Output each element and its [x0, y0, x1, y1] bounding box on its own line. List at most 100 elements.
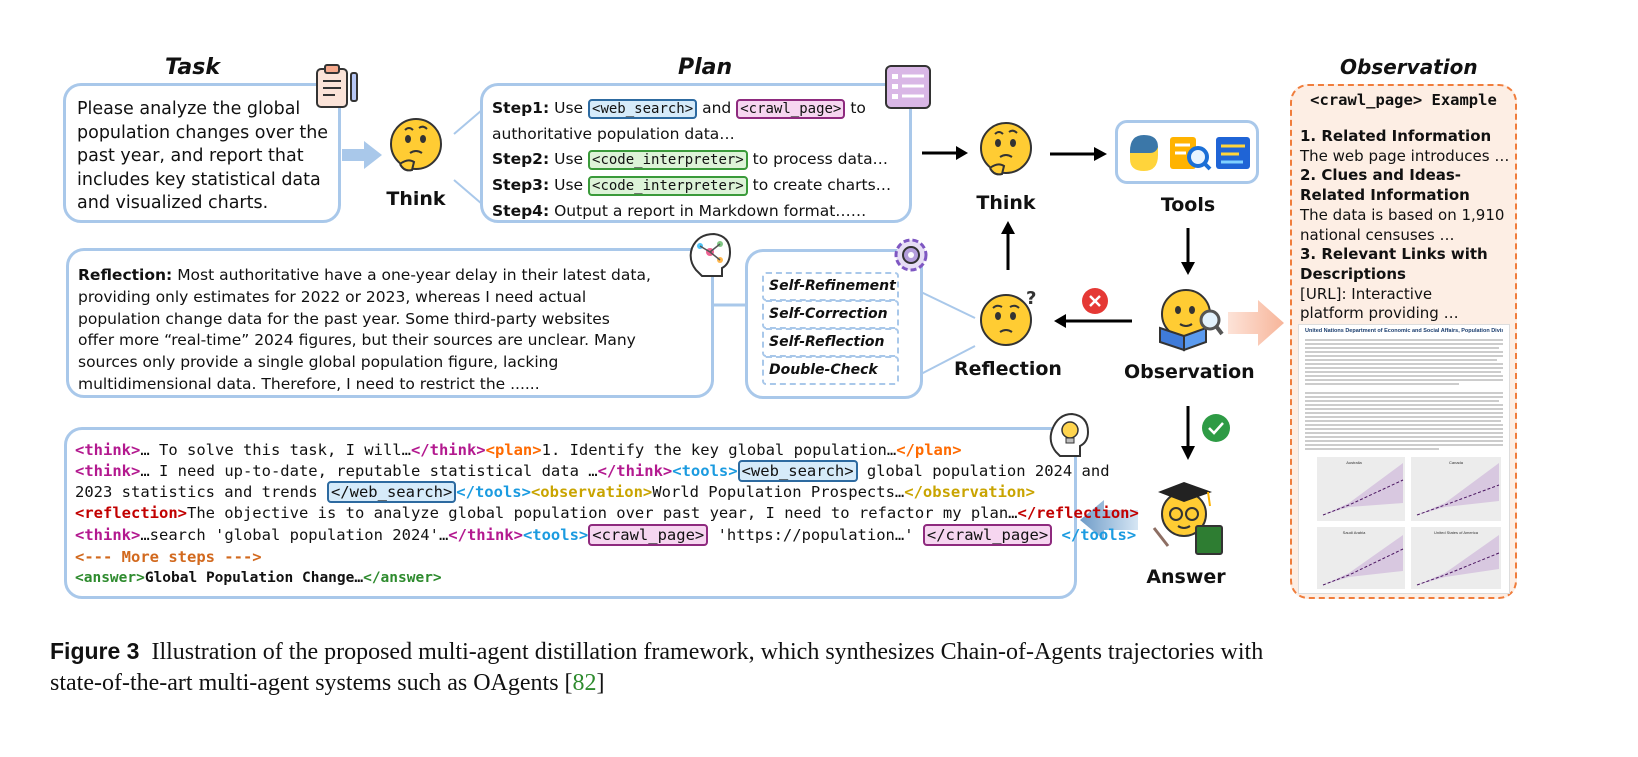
document-thumbnail: United Nations Department of Economic an… [1298, 324, 1510, 594]
reflection-label-node: Reflection [954, 358, 1062, 380]
web-search-tag: <web_search> [588, 99, 698, 119]
to-observation-panel-arrow [1228, 300, 1284, 346]
tools-open-tag: <tools> [672, 462, 738, 480]
mini-chart-title: Saudi Arabia [1343, 530, 1366, 535]
task-to-think-arrow [342, 141, 382, 169]
crawl-page-tag: <crawl_page> [736, 99, 846, 119]
obs-text-2a: The data is based on 1,910 [1300, 205, 1505, 224]
tools-panel [1115, 120, 1259, 184]
obs-text-1: The web page introduces … [1300, 146, 1510, 165]
method-self-correction: Self-Correction [762, 300, 899, 329]
method-double-check: Double-Check [762, 356, 899, 385]
brain-network-icon [689, 232, 732, 277]
think-label-2: Think [976, 192, 1036, 214]
answer-label-node: Answer [1146, 566, 1226, 588]
reflection-line: multidimensional data. Therefore, I need… [78, 374, 540, 393]
step-label: Step3: [492, 176, 550, 194]
obs-heading-2b: Related Information [1300, 186, 1470, 205]
think-open-tag: <think> [75, 462, 141, 480]
thinking-face-icon [390, 118, 442, 172]
answer-close-tag: </answer> [363, 570, 442, 586]
step-text: Use [554, 99, 584, 117]
worried-face-icon: ? [980, 288, 1036, 346]
method-self-reflection: Self-Reflection [762, 328, 899, 357]
python-icon [1130, 135, 1158, 171]
observation-label-node: Observation [1124, 361, 1255, 383]
plan-step-1: Step1: Use <web_search> and <crawl_page>… [492, 96, 891, 122]
obs-text-3a: [URL]: Interactive [1300, 284, 1433, 303]
method-self-refinement: Self-Refinement [762, 272, 899, 301]
trace-line-1: <think>… To solve this task, I will…</th… [75, 441, 962, 459]
step-text: Use [554, 150, 584, 168]
document-body: Australia Canada Saudi Arabia United Sta… [1305, 339, 1503, 589]
observation-open-tag: <observation> [530, 483, 653, 501]
tool-icons [1130, 135, 1250, 171]
reflection-to-think-arrow [1001, 221, 1015, 270]
task-line: population changes over the [77, 122, 329, 143]
observation-to-reflection-arrow [1054, 314, 1132, 328]
answer-to-trace-arrow [1080, 500, 1138, 540]
reflection-text: Most authoritative have a one-year delay… [177, 266, 651, 284]
plan-step-1-cont: authoritative population data… [492, 125, 735, 143]
mini-chart-title: United States of America [1434, 530, 1479, 535]
think-close-tag: </think> [410, 441, 486, 459]
think-to-tools-arrow [1050, 147, 1107, 161]
crawl-page-tag: <crawl_page> [588, 524, 709, 546]
answer-open-tag: <answer> [75, 570, 145, 586]
tools-close-tag: </tools> [456, 483, 531, 501]
plan-panel: Step1: Use <web_search> and <crawl_page>… [480, 83, 912, 223]
caption-text: ] [596, 670, 605, 696]
task-line: includes key statistical data [77, 169, 321, 190]
crawl-page-close-tag: </crawl_page> [922, 524, 1053, 546]
step-text: to create charts… [752, 176, 892, 194]
think-close-tag: </think> [448, 526, 523, 544]
mini-chart-title: Australia [1346, 460, 1362, 465]
checklist-icon [885, 65, 931, 109]
observation-heading: Observation [1340, 55, 1478, 79]
reflection-line: Reflection: Most authoritative have a on… [78, 265, 651, 287]
step-text: Output a report in Markdown format…… [554, 202, 867, 220]
plan-step-3: Step3: Use <code_interpreter> to create … [492, 173, 891, 199]
reflection-line: sources only provide a single global pop… [78, 353, 559, 372]
obs-heading-2a: 2. Clues and Ideas- [1300, 166, 1462, 185]
trace-line-7: <answer>Global Population Change…</answe… [75, 570, 442, 586]
lightbulb-head-icon [1049, 412, 1090, 457]
obs-text-3b: platform providing … [1300, 304, 1459, 323]
methods-reflection-connector [921, 291, 976, 375]
trace-text: 1. Identify the key global population… [541, 441, 897, 459]
trace-panel [64, 427, 1077, 599]
reflection-panel: Reflection: Most authoritative have a on… [66, 248, 714, 398]
document-title: United Nations Department of Economic an… [1305, 328, 1503, 334]
observation-close-tag: </observation> [904, 483, 1035, 501]
task-line: past year, and report that [77, 146, 304, 166]
clipboard-icon [316, 64, 358, 108]
task-line: and visualized charts. [77, 193, 269, 213]
step-label: Step4: [492, 202, 550, 220]
reflection-open-tag: <reflection> [75, 504, 187, 522]
trace-line-5: <think>…search 'global population 2024'…… [75, 524, 1137, 546]
reflection-line: providing only estimates for 2022 or 202… [78, 287, 587, 306]
trace-line-3: 2023 statistics and trends </web_search>… [75, 481, 1035, 503]
answer-text: Global Population Change… [144, 570, 364, 586]
trace-line-4: <reflection>The objective is to analyze … [75, 504, 1139, 522]
check-badge-icon [1202, 414, 1230, 442]
plan-open-tag: <plan> [485, 441, 542, 459]
think-open-tag: <think> [75, 526, 141, 544]
step-text: to process data… [752, 150, 889, 168]
trace-text: 2023 statistics and trends [75, 483, 327, 501]
obs-heading-1: 1. Related Information [1300, 127, 1492, 145]
think-open-tag: <think> [75, 441, 141, 459]
web-search-tag: <web_search> [737, 460, 858, 482]
caption-text: state-of-the-art multi-agent systems suc… [50, 670, 573, 696]
code-interpreter-tag: <code_interpreter> [588, 176, 748, 196]
step-text: and [702, 99, 732, 117]
trace-line-2: <think>… I need up-to-date, reputable st… [75, 460, 1110, 482]
code-editor-icon [1216, 137, 1250, 169]
gear-icon [894, 238, 928, 272]
caption-text: Illustration of the proposed multi-agent… [151, 639, 1264, 665]
trace-text: … I need up-to-date, reputable statistic… [140, 462, 598, 480]
mini-chart-title: Canada [1449, 460, 1464, 465]
tools-close-tag: </tools> [1052, 526, 1137, 544]
tools-label: Tools [1160, 194, 1216, 216]
citation-link[interactable]: 82 [572, 670, 597, 696]
